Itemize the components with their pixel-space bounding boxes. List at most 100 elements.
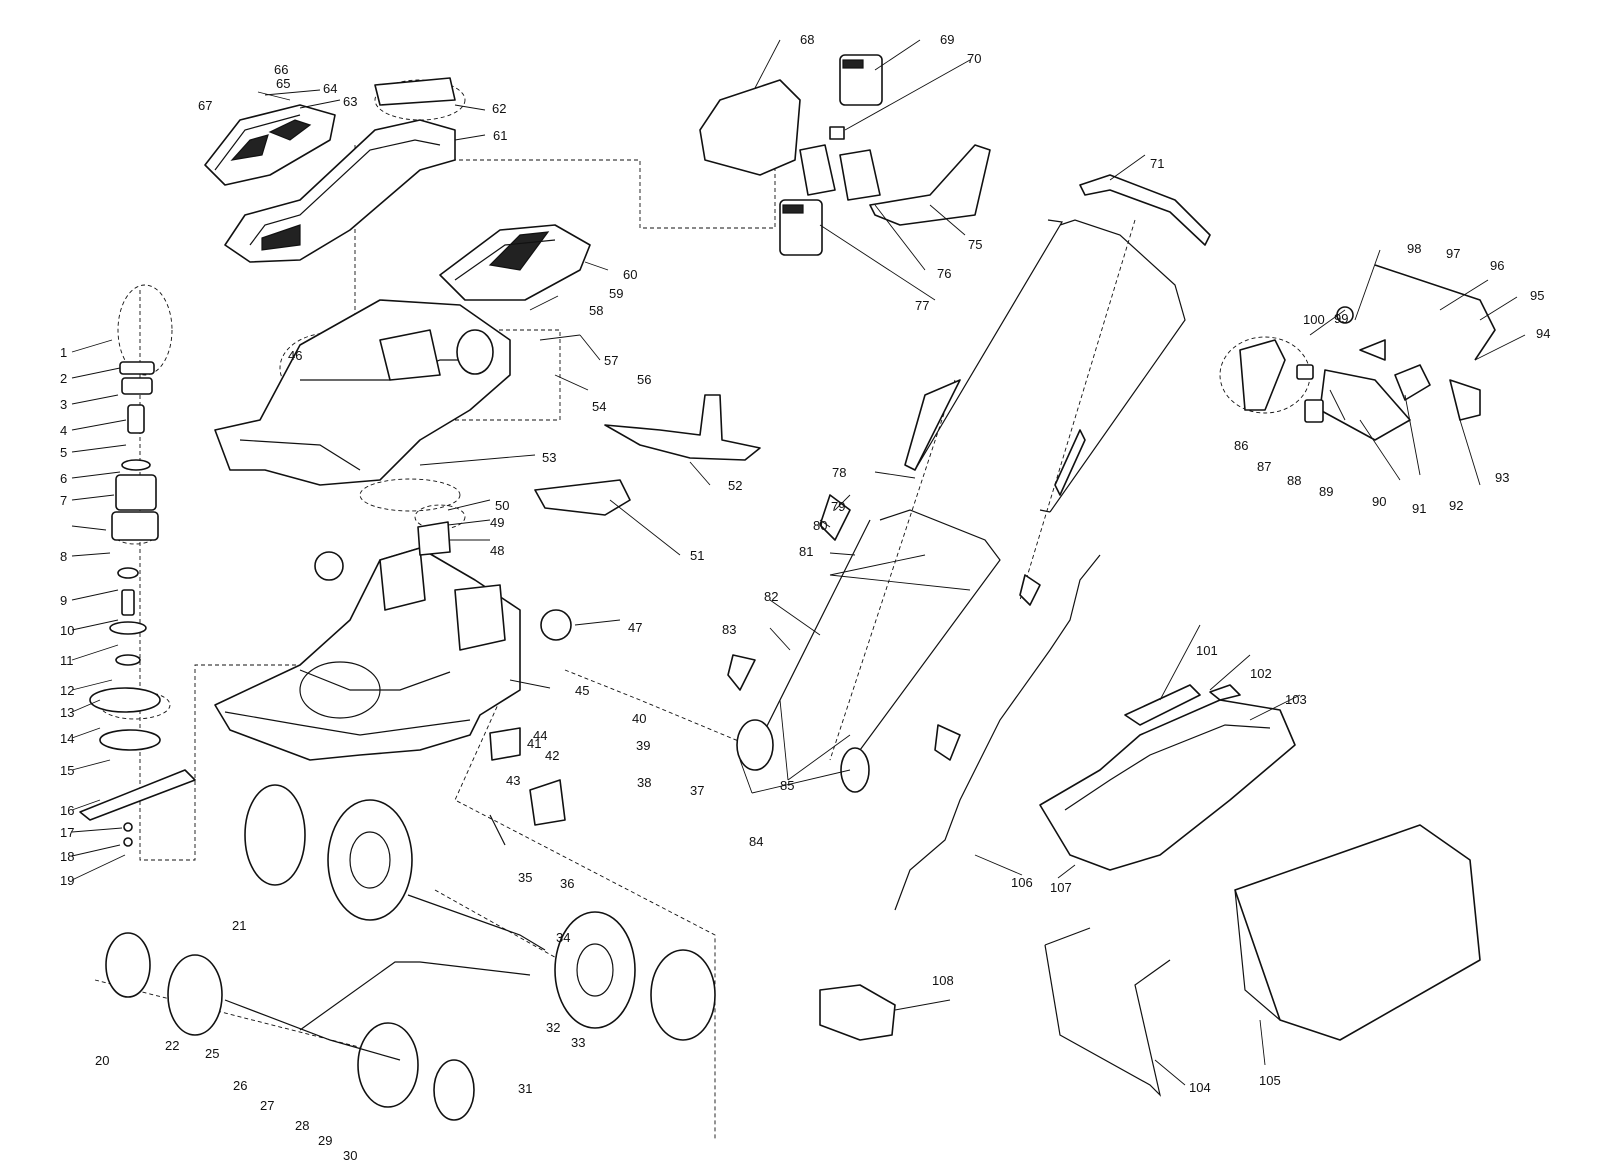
part-callout-label: 52 (728, 478, 742, 493)
part-callout-label: 78 (832, 465, 846, 480)
rear-housing (214, 299, 511, 486)
part-callout-label: 69 (940, 32, 954, 47)
part-callout-label: 6 (60, 471, 67, 486)
part-callout-label: 31 (518, 1081, 532, 1096)
part-callout-label: 92 (1449, 498, 1463, 513)
part-callout-label: 100 (1303, 312, 1325, 327)
part-callout-label: 5 (60, 445, 67, 460)
part-callout-label: 86 (1234, 438, 1248, 453)
battery-compartment (699, 54, 991, 256)
part-callout-label: 41 (527, 736, 541, 751)
part-callout-label: 35 (518, 870, 532, 885)
part-callout-label: 83 (722, 622, 736, 637)
part-callout-label: 47 (628, 620, 642, 635)
part-callout-label: 38 (637, 775, 651, 790)
part-callout-label: 21 (232, 918, 246, 933)
part-callout-label: 54 (592, 399, 606, 414)
part-callout-label: 85 (780, 778, 794, 793)
motor-stack (79, 361, 196, 847)
part-callout-label: 19 (60, 873, 74, 888)
part-callout-label: 30 (343, 1148, 357, 1163)
part-callout-label: 46 (288, 348, 302, 363)
part-callout-label: 57 (604, 353, 618, 368)
part-callout-label: 82 (764, 589, 778, 604)
part-callout-label: 93 (1495, 470, 1509, 485)
part-callout-label: 67 (198, 98, 212, 113)
part-callout-label: 106 (1011, 875, 1033, 890)
part-callout-label: 71 (1150, 156, 1164, 171)
part-callout-label: 95 (1530, 288, 1544, 303)
part-callout-label: 61 (493, 128, 507, 143)
part-callout-label: 18 (60, 849, 74, 864)
part-callout-label: 90 (1372, 494, 1386, 509)
part-callout-label: 60 (623, 267, 637, 282)
part-callout-label: 109 (0, 0, 22, 3)
part-callout-label: 34 (556, 930, 570, 945)
part-callout-label: 10 (60, 623, 74, 638)
part-callout-label: 105 (1259, 1073, 1281, 1088)
part-callout-label: 37 (690, 783, 704, 798)
part-callout-label: 4 (60, 423, 67, 438)
part-callout-label: 104 (1189, 1080, 1211, 1095)
part-callout-label: 56 (637, 372, 651, 387)
part-callout-label: 102 (1250, 666, 1272, 681)
part-callout-label: 33 (571, 1035, 585, 1050)
part-callout-label: 42 (545, 748, 559, 763)
part-callout-label: 16 (60, 803, 74, 818)
part-callout-label: 7 (60, 493, 67, 508)
part-callout-label: 39 (636, 738, 650, 753)
part-callout-label: 15 (60, 763, 74, 778)
part-callout-label: 43 (506, 773, 520, 788)
part-callout-label: 27 (260, 1098, 274, 1113)
part-callout-label: 32 (546, 1020, 560, 1035)
side-flap (534, 479, 631, 516)
part-callout-label: 64 (323, 81, 337, 96)
part-callout-label: 58 (589, 303, 603, 318)
part-callout-label: 76 (937, 266, 951, 281)
leader-lines (71, 39, 1526, 1086)
part-callout-label: 81 (799, 544, 813, 559)
part-callout-label: 63 (343, 94, 357, 109)
part-callout-label: 49 (490, 515, 504, 530)
part-callout-label: 25 (205, 1046, 219, 1061)
part-callout-label: 13 (60, 705, 74, 720)
grass-deflector (604, 394, 761, 461)
part-callout-label: 88 (1287, 473, 1301, 488)
part-callout-label: 94 (1536, 326, 1550, 341)
part-callout-label: 87 (1257, 459, 1271, 474)
part-callout-label: 59 (609, 286, 623, 301)
part-callout-label: 89 (1319, 484, 1333, 499)
part-callout-label: 80 (813, 518, 827, 533)
part-callout-label: 108 (932, 973, 954, 988)
part-callout-label: 98 (1407, 241, 1421, 256)
part-callout-label: 48 (490, 543, 504, 558)
grass-catcher-bag (1234, 824, 1481, 1041)
part-callout-label: 62 (492, 101, 506, 116)
part-callout-label: 75 (968, 237, 982, 252)
part-callout-label: 20 (95, 1053, 109, 1068)
part-callout-label: 17 (60, 825, 74, 840)
grass-box-lid (204, 104, 336, 186)
part-callout-label: 68 (800, 32, 814, 47)
part-callout-label: 14 (60, 731, 74, 746)
part-callout-label: 22 (165, 1038, 179, 1053)
wheels (105, 784, 716, 1121)
part-callout-label: 40 (632, 711, 646, 726)
part-callout-label: 11 (60, 653, 74, 668)
handle-assembly (727, 174, 1211, 911)
part-callout-label: 91 (1412, 501, 1426, 516)
part-callout-label: 29 (318, 1133, 332, 1148)
catcher-frame (1044, 927, 1171, 1097)
part-callout-label: 51 (690, 548, 704, 563)
part-callout-label: 107 (1050, 880, 1072, 895)
mulch-plug (819, 984, 896, 1041)
part-callout-label: 1 (60, 345, 67, 360)
part-callout-label: 99 (1334, 311, 1348, 326)
part-callout-label: 26 (233, 1078, 247, 1093)
part-callout-label: 96 (1490, 258, 1504, 273)
part-callout-label: 110 (0, 0, 21, 3)
part-callout-label: 70 (967, 51, 981, 66)
callout-labels: 1234567891011121314151617181920212225262… (0, 0, 1550, 1163)
part-callout-label: 3 (60, 397, 67, 412)
